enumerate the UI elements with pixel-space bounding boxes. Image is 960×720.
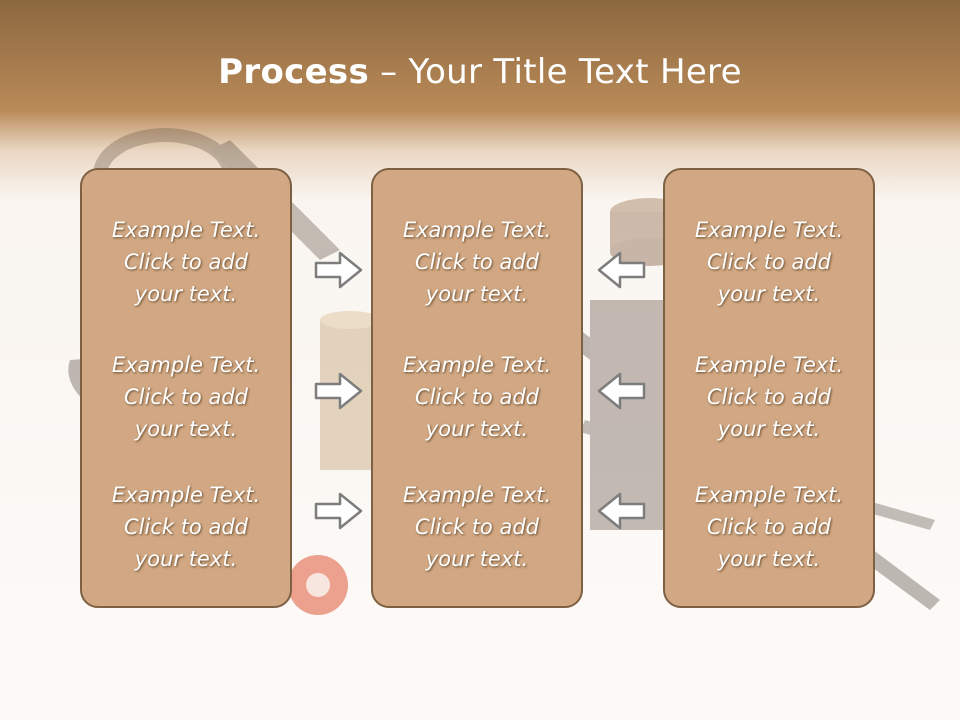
text-line: Click to add (414, 515, 539, 539)
text-line: Click to add (706, 250, 831, 274)
text-line: Click to add (123, 515, 248, 539)
left-arrow-icon (597, 372, 646, 410)
text-line: Example Text. (111, 483, 261, 507)
text-line: your text. (134, 417, 238, 441)
text-line: Click to add (123, 385, 248, 409)
text-item[interactable]: Example Text. Click to add your text. (82, 479, 290, 575)
text-item[interactable]: Example Text. Click to add your text. (82, 349, 290, 445)
text-line: your text. (134, 547, 238, 571)
text-line: your text. (717, 282, 821, 306)
text-line: Click to add (414, 385, 539, 409)
text-line: your text. (425, 547, 529, 571)
right-arrow-icon (314, 251, 363, 289)
text-line: your text. (134, 282, 238, 306)
text-line: Click to add (706, 385, 831, 409)
text-item[interactable]: Example Text. Click to add your text. (373, 349, 581, 445)
right-arrow-icon (314, 372, 363, 410)
text-item[interactable]: Example Text. Click to add your text. (373, 479, 581, 575)
text-line: Example Text. (402, 218, 552, 242)
text-line: Example Text. (402, 353, 552, 377)
left-arrow-icon (597, 492, 646, 530)
text-line: Example Text. (694, 483, 844, 507)
text-line: your text. (717, 417, 821, 441)
title-bold: Process (218, 52, 370, 92)
text-line: Example Text. (111, 353, 261, 377)
text-line: Click to add (123, 250, 248, 274)
center-text-box[interactable]: Example Text. Click to add your text. Ex… (371, 168, 583, 608)
left-text-box[interactable]: Example Text. Click to add your text. Ex… (80, 168, 292, 608)
text-line: your text. (425, 282, 529, 306)
text-line: Example Text. (402, 483, 552, 507)
title-rest: – Your Title Text Here (369, 52, 742, 92)
text-item[interactable]: Example Text. Click to add your text. (665, 214, 873, 310)
text-line: Click to add (414, 250, 539, 274)
text-line: Example Text. (111, 218, 261, 242)
text-item[interactable]: Example Text. Click to add your text. (82, 214, 290, 310)
left-arrow-icon (597, 251, 646, 289)
text-item[interactable]: Example Text. Click to add your text. (665, 479, 873, 575)
right-arrow-icon (314, 492, 363, 530)
right-text-box[interactable]: Example Text. Click to add your text. Ex… (663, 168, 875, 608)
text-line: Click to add (706, 515, 831, 539)
text-item[interactable]: Example Text. Click to add your text. (665, 349, 873, 445)
text-item[interactable]: Example Text. Click to add your text. (373, 214, 581, 310)
text-line: your text. (425, 417, 529, 441)
text-line: your text. (717, 547, 821, 571)
slide-title[interactable]: Process – Your Title Text Here (0, 52, 960, 92)
text-line: Example Text. (694, 218, 844, 242)
text-line: Example Text. (694, 353, 844, 377)
